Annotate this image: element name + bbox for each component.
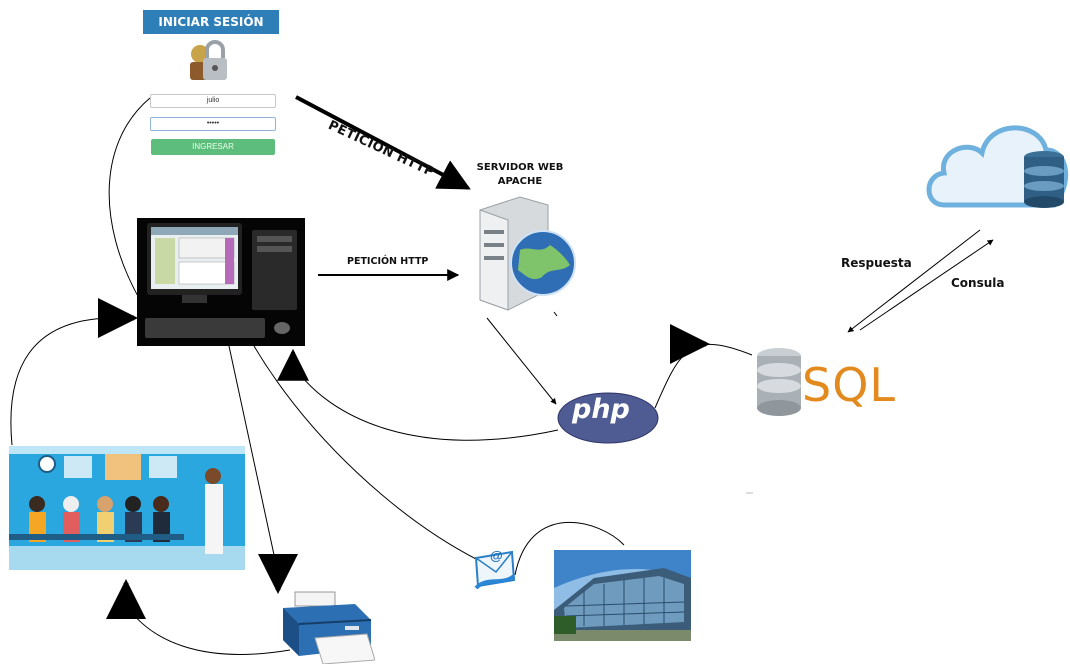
email-to-building-line: [514, 522, 625, 576]
computer-to-printer-line: [228, 345, 280, 579]
desktop-computer-icon: [137, 218, 305, 346]
lock-icon: [190, 40, 227, 80]
php-logo-icon: [557, 392, 659, 444]
php-to-sql-line: [654, 344, 753, 409]
login-title: INICIAR SESIÓN: [143, 10, 279, 34]
consulta-label: Consula: [951, 276, 1005, 290]
php-label: php: [572, 394, 630, 425]
cloud-database-icon: [926, 125, 1069, 208]
peticion-http-horizontal-label: PETICIÓN HTTP: [347, 256, 429, 267]
waiting-room-illustration: [9, 446, 245, 570]
login-to-computer-line: [108, 97, 151, 301]
waiting-to-computer-line: [10, 317, 111, 446]
printer-icon: [283, 591, 375, 664]
ingresar-button[interactable]: INGRESAR: [151, 139, 275, 155]
php-to-computer-line: [292, 364, 559, 441]
servidor-web-label: SERVIDOR WEB APACHE: [470, 161, 570, 189]
username-input[interactable]: julio: [150, 94, 276, 108]
servidor-line1: SERVIDOR WEB: [476, 162, 564, 173]
printer-to-waiting-line: [125, 604, 291, 655]
server-to-php-arrow: [486, 317, 557, 405]
database-icon: [757, 348, 801, 416]
respuesta-arrow: [847, 229, 981, 333]
respuesta-label: Respuesta: [841, 256, 912, 270]
office-building-icon: [554, 550, 691, 641]
web-server-icon: [479, 196, 576, 311]
consulta-arrow: [859, 239, 994, 331]
computer-to-email-line: [253, 345, 479, 561]
email-at-symbol: @: [490, 548, 503, 563]
diagonal-http-arrow: [295, 95, 471, 190]
email-icon: [474, 550, 516, 590]
servidor-line2: APACHE: [497, 176, 543, 187]
sql-label: SQL: [802, 358, 897, 412]
password-input[interactable]: •••••: [150, 117, 276, 131]
